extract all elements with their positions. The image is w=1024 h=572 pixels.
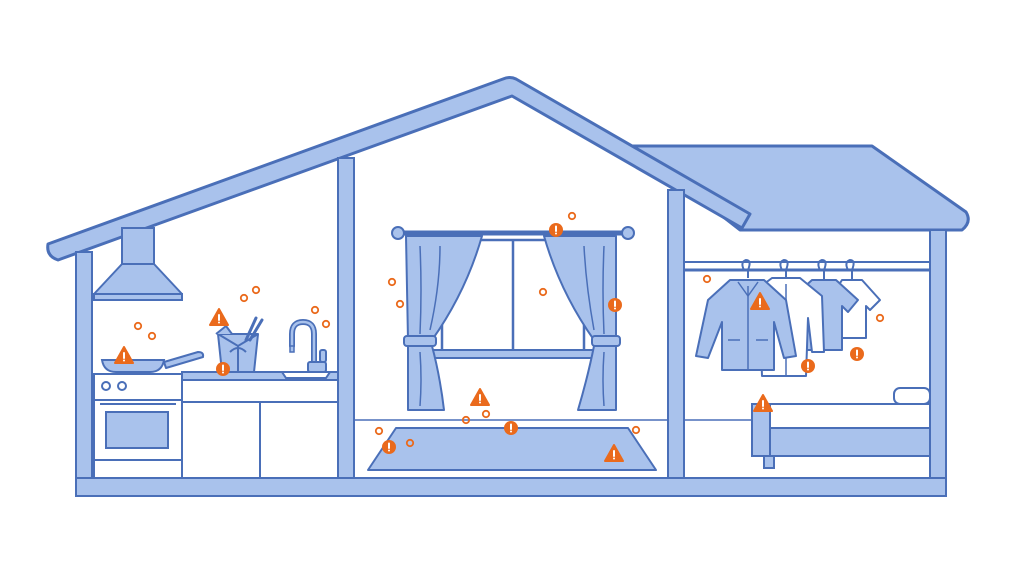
main-roof <box>46 76 752 262</box>
right-wall <box>929 229 947 497</box>
odor-particle-icon <box>481 409 491 419</box>
right-curtain-tie <box>591 335 621 347</box>
warning-triangle-icon <box>114 346 134 364</box>
alert-circle-icon <box>850 347 864 361</box>
sink-faucet <box>289 318 327 373</box>
odor-particle-icon <box>374 426 384 436</box>
alert-circle-icon <box>549 223 563 237</box>
alert-circle-icon <box>382 440 396 454</box>
stove <box>93 373 183 479</box>
house-structure <box>46 76 970 497</box>
counter-cabinets <box>181 401 339 479</box>
takeout-box <box>215 325 259 373</box>
rug <box>367 427 657 471</box>
warning-triangle-icon <box>753 394 773 412</box>
odor-particle-icon <box>461 415 471 425</box>
left-curtain <box>403 235 483 411</box>
warning-triangle-icon <box>470 388 490 406</box>
odor-particle-icon <box>875 313 885 323</box>
alert-circle-icon <box>216 362 230 376</box>
oven-window <box>105 411 169 449</box>
left-wall <box>75 251 93 497</box>
warning-triangle-icon <box>750 292 770 310</box>
counter-backsplash <box>181 379 339 403</box>
bed <box>751 387 931 469</box>
alert-circle-icon <box>801 359 815 373</box>
warning-triangle-icon <box>209 308 229 326</box>
odor-particle-icon <box>538 287 548 297</box>
hangers <box>741 258 855 280</box>
odor-particle-icon <box>321 319 331 329</box>
range-hood <box>93 227 183 301</box>
stove-knob <box>101 381 111 391</box>
window-sill <box>429 349 597 359</box>
pillow <box>893 387 931 405</box>
bed-frame <box>751 427 931 457</box>
odor-particle-icon <box>567 211 577 221</box>
odor-particle-icon <box>147 331 157 341</box>
curtain-rod <box>391 226 635 240</box>
chopsticks <box>244 316 264 342</box>
odor-particle-icon <box>395 299 405 309</box>
odor-particle-icon <box>631 425 641 435</box>
warning-triangle-icon <box>604 444 624 462</box>
odor-particle-icon <box>702 274 712 284</box>
odor-particle-icon <box>387 277 397 287</box>
alert-circle-icon <box>504 421 518 435</box>
jacket <box>695 279 797 371</box>
living-room <box>367 226 657 471</box>
floor <box>75 477 947 497</box>
odor-particle-icon <box>239 293 249 303</box>
odor-particle-icon <box>310 305 320 315</box>
odor-particle-icon <box>251 285 261 295</box>
bedroom <box>684 258 931 469</box>
odor-particle-icon <box>133 321 143 331</box>
right-curtain <box>543 235 621 411</box>
bed-leg <box>763 455 775 469</box>
kitchen <box>93 227 339 479</box>
stove-knob <box>117 381 127 391</box>
left-curtain-tie <box>403 335 437 347</box>
mattress <box>769 403 931 429</box>
odor-indicators <box>114 211 885 462</box>
alert-circle-icon <box>608 298 622 312</box>
living-bedroom-wall <box>667 189 685 483</box>
odor-particle-icon <box>405 438 415 448</box>
kitchen-living-wall <box>337 157 355 483</box>
